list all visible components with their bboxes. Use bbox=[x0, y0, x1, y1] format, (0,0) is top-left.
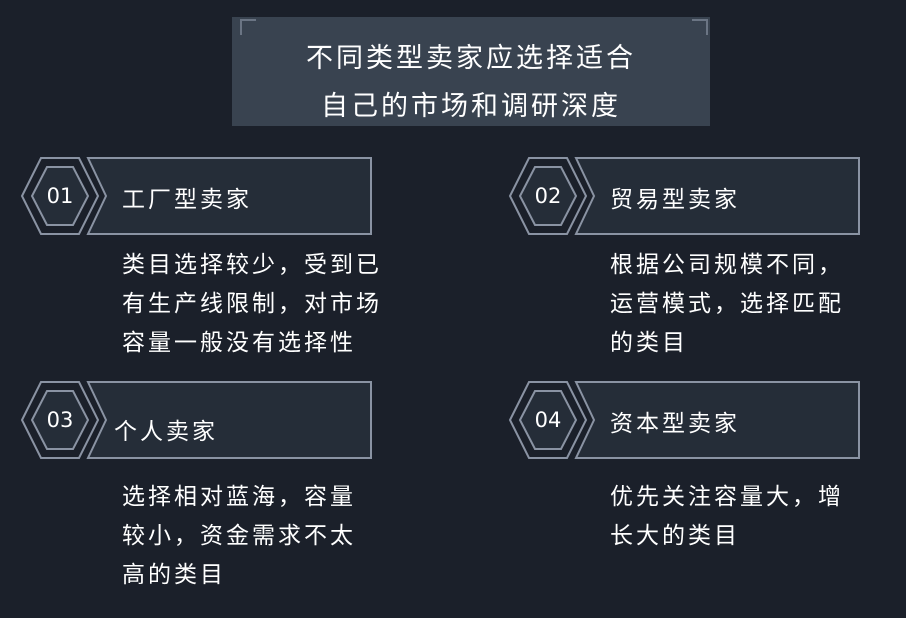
card-03-description: 选择相对蓝海，容量 较小，资金需求不太 高的类目 bbox=[122, 484, 356, 588]
card-02-hexagon-inner bbox=[518, 166, 578, 226]
card-01-hexagon-inner bbox=[30, 166, 90, 226]
title-line-2: 自己的市场和调研深度 bbox=[321, 91, 621, 122]
card-04-hexagon-inner bbox=[518, 390, 578, 450]
card-01-number: 01 bbox=[47, 184, 74, 208]
card-04-graphic: 04 bbox=[508, 381, 860, 459]
title-line-1: 不同类型卖家应选择适合 bbox=[306, 43, 636, 74]
card-04-number: 04 bbox=[535, 408, 562, 432]
card-04-title: 资本型卖家 bbox=[610, 411, 740, 437]
card-03-hexagon-inner bbox=[30, 390, 90, 450]
card-03-hexagon-outer bbox=[20, 381, 100, 459]
corner-bracket-top-left bbox=[240, 19, 256, 35]
card-03-title: 个人卖家 bbox=[114, 419, 218, 445]
card-04-banner bbox=[574, 381, 860, 459]
card-01-description: 类目选择较少，受到已 有生产线限制，对市场 容量一般没有选择性 bbox=[122, 252, 382, 356]
card-03-graphic: 03 bbox=[20, 381, 372, 459]
card-02-banner bbox=[574, 157, 860, 235]
card-03-number: 03 bbox=[47, 408, 74, 432]
card-02-hexagon-outer bbox=[508, 157, 588, 235]
page-title: 不同类型卖家应选择适合 自己的市场和调研深度 bbox=[232, 35, 710, 131]
card-02-title: 贸易型卖家 bbox=[610, 187, 740, 213]
card-02-description: 根据公司规模不同， 运营模式，选择匹配 的类目 bbox=[610, 252, 844, 356]
title-box: 不同类型卖家应选择适合 自己的市场和调研深度 bbox=[232, 17, 710, 126]
card-04-hexagon-outer bbox=[508, 381, 588, 459]
corner-bracket-top-right bbox=[692, 19, 708, 35]
card-03-banner bbox=[86, 381, 372, 459]
card-01-title: 工厂型卖家 bbox=[122, 187, 252, 213]
card-01-banner bbox=[86, 157, 372, 235]
card-01-hexagon-outer bbox=[20, 157, 100, 235]
card-04-description: 优先关注容量大，增 长大的类目 bbox=[610, 484, 844, 549]
card-01-graphic: 01 bbox=[20, 157, 372, 235]
card-02-graphic: 02 bbox=[508, 157, 860, 235]
card-02-number: 02 bbox=[535, 184, 562, 208]
